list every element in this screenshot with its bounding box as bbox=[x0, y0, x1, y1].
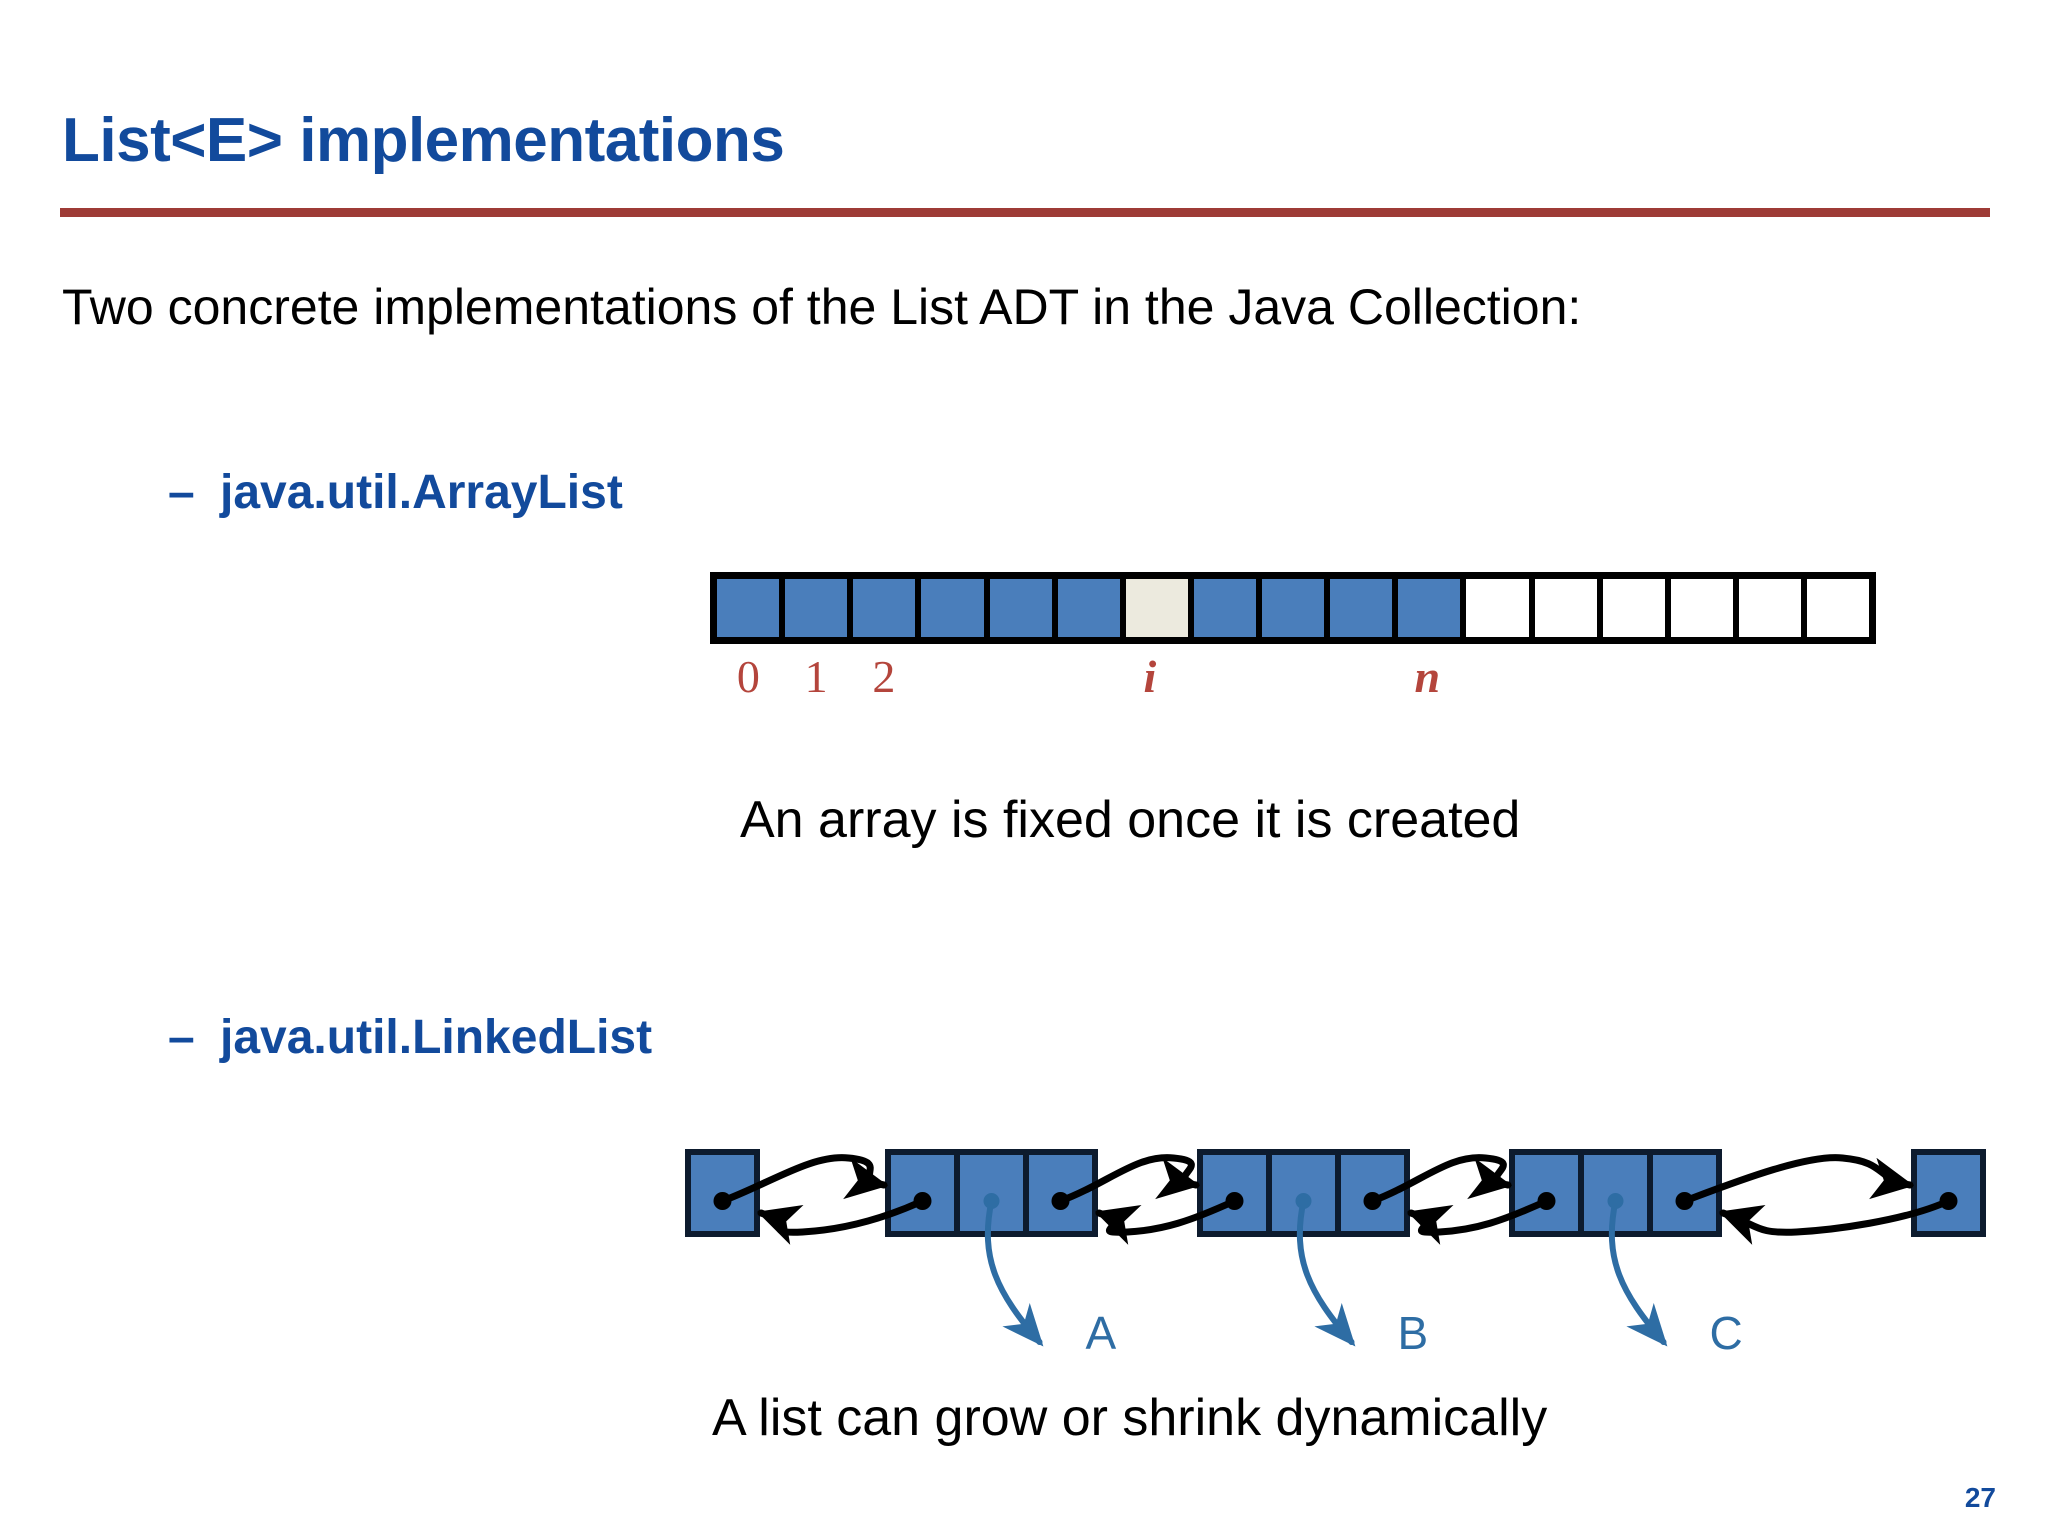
array-cell bbox=[853, 579, 916, 637]
node-value-label: C bbox=[1709, 1307, 1743, 1359]
page-title: List<E> implementations bbox=[62, 106, 785, 175]
prev-pointer-arrow bbox=[1095, 1192, 1244, 1245]
prev-pointer-arrow bbox=[757, 1192, 932, 1245]
array-cell bbox=[1262, 579, 1325, 637]
array-cell bbox=[1602, 579, 1665, 637]
list-caption: A list can grow or shrink dynamically bbox=[712, 1389, 1548, 1447]
bullet-label-arraylist: java.util.ArrayList bbox=[220, 466, 623, 519]
sidebar-item-linkedlist[interactable]: –java.util.LinkedList bbox=[168, 1010, 652, 1065]
array-index-label: 1 bbox=[804, 651, 828, 702]
array-cell bbox=[1670, 579, 1733, 637]
pointer-dot bbox=[1051, 1192, 1070, 1210]
array-cell bbox=[1398, 579, 1461, 637]
array-index-label: i bbox=[1143, 651, 1157, 702]
array-index-label: 2 bbox=[872, 651, 896, 702]
bullet-dash-icon: – bbox=[168, 466, 195, 519]
array-cell bbox=[1330, 579, 1393, 637]
title-divider-rule bbox=[60, 208, 1990, 217]
prev-pointer-arrow bbox=[1719, 1192, 1958, 1245]
array-cell bbox=[1738, 579, 1801, 637]
array-cell bbox=[1125, 579, 1188, 637]
next-pointer-arrow bbox=[1363, 1154, 1513, 1210]
next-pointer-arrow bbox=[1051, 1154, 1201, 1210]
linked-list-diagram: A B C bbox=[660, 1120, 2020, 1420]
pointer-dot bbox=[1675, 1192, 1694, 1210]
value-pointer-arrow bbox=[983, 1193, 1044, 1347]
array-cell bbox=[1466, 579, 1529, 637]
pointer-dot bbox=[713, 1192, 732, 1210]
array-cell bbox=[1057, 579, 1120, 637]
value-pointer-arrow bbox=[1607, 1193, 1668, 1347]
node-value-label: B bbox=[1397, 1307, 1429, 1359]
array-cell bbox=[1807, 579, 1870, 637]
array-cells-strip bbox=[710, 572, 1876, 644]
pointer-dot bbox=[1939, 1192, 1958, 1210]
pointer-dot bbox=[1537, 1192, 1556, 1210]
linked-list-svg bbox=[685, 1149, 1986, 1347]
pointer-dot bbox=[913, 1192, 932, 1210]
array-caption: An array is fixed once it is created bbox=[740, 791, 1521, 849]
array-cell bbox=[1534, 579, 1597, 637]
next-pointer-arrow bbox=[713, 1154, 889, 1210]
bullet-label-linkedlist: java.util.LinkedList bbox=[220, 1011, 653, 1064]
value-pointer-arrow bbox=[1295, 1193, 1356, 1347]
page-number: 27 bbox=[1964, 1482, 1996, 1513]
array-cell bbox=[921, 579, 984, 637]
array-index-label: 0 bbox=[736, 651, 760, 702]
prev-pointer-arrow bbox=[1407, 1192, 1556, 1245]
pointer-dot bbox=[1363, 1192, 1382, 1210]
pointer-dot bbox=[1225, 1192, 1244, 1210]
array-cell bbox=[1193, 579, 1256, 637]
array-index-label: n bbox=[1414, 651, 1441, 702]
bullet-dash-icon: – bbox=[168, 1011, 195, 1064]
intro-paragraph: Two concrete implementations of the List… bbox=[62, 279, 1582, 335]
next-pointer-arrow bbox=[1675, 1154, 1915, 1210]
array-cell bbox=[785, 579, 848, 637]
sidebar-item-arraylist[interactable]: –java.util.ArrayList bbox=[168, 465, 623, 520]
array-cell bbox=[717, 579, 780, 637]
node-value-label: A bbox=[1085, 1307, 1117, 1359]
array-cell bbox=[989, 579, 1052, 637]
